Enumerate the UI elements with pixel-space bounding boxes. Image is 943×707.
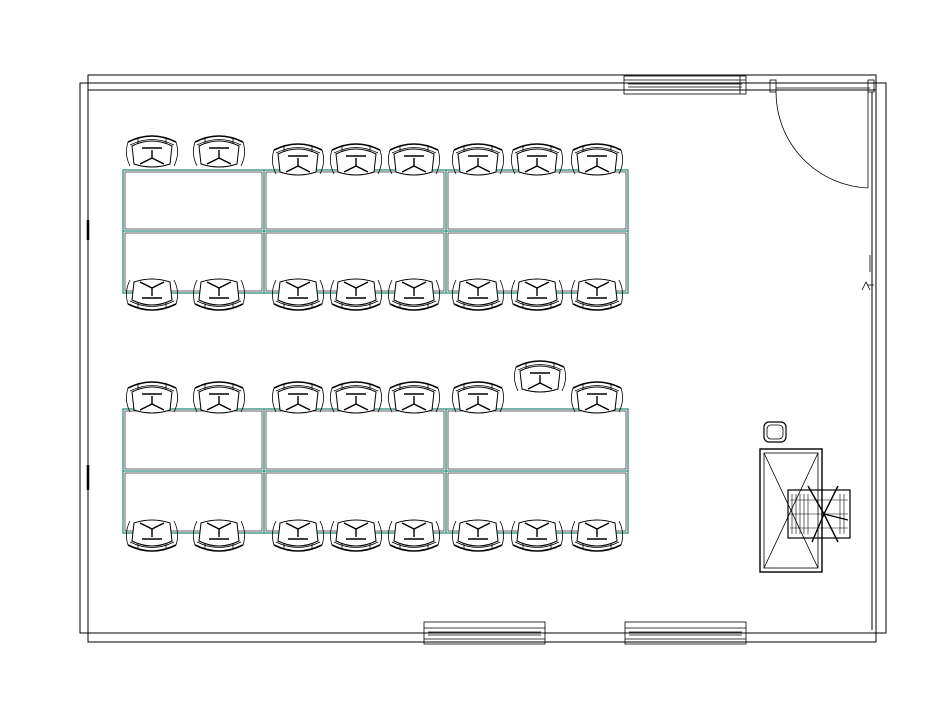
chair-upper-top-4 bbox=[330, 143, 382, 176]
chair-lower-bottom-6 bbox=[452, 519, 504, 552]
chair-upper-top-6 bbox=[452, 143, 504, 176]
chairs-layer bbox=[126, 135, 623, 552]
chair-lower-top-3 bbox=[272, 381, 324, 414]
chair-lower-bottom-8 bbox=[571, 519, 623, 552]
chair-lower-bottom-1 bbox=[126, 519, 178, 552]
chair-upper-bottom-4 bbox=[330, 278, 382, 311]
chair-upper-top-3 bbox=[272, 143, 324, 176]
teacher-desk bbox=[759, 448, 851, 573]
chair-lower-bottom-2 bbox=[193, 519, 245, 552]
bottom-window-right bbox=[624, 621, 747, 645]
chair-upper-top-1 bbox=[126, 135, 178, 168]
chair-lower-top-6 bbox=[452, 381, 504, 414]
room-walls bbox=[79, 74, 887, 643]
waste-bin bbox=[763, 421, 787, 443]
chair-upper-bottom-2 bbox=[193, 278, 245, 311]
chair-upper-top-5 bbox=[388, 143, 440, 176]
chair-upper-bottom-5 bbox=[388, 278, 440, 311]
chair-lower-bottom-5 bbox=[388, 519, 440, 552]
chair-lower-top-1 bbox=[126, 381, 178, 414]
upper-table-block bbox=[122, 169, 629, 294]
lower-table-block bbox=[122, 408, 629, 534]
chair-lower-bottom-3 bbox=[272, 519, 324, 552]
chair-upper-top-8 bbox=[571, 143, 623, 176]
chair-upper-bottom-8 bbox=[571, 278, 623, 311]
chair-lower-top-8 bbox=[571, 381, 623, 414]
chair-lower-top-7 bbox=[514, 360, 566, 393]
chair-upper-bottom-7 bbox=[511, 278, 563, 311]
chair-lower-top-2 bbox=[193, 381, 245, 414]
chair-lower-bottom-7 bbox=[511, 519, 563, 552]
door-swing-arc bbox=[775, 91, 869, 189]
chair-upper-top-2 bbox=[193, 135, 245, 168]
entrance-door bbox=[769, 79, 875, 189]
chair-upper-bottom-6 bbox=[452, 278, 504, 311]
chair-upper-bottom-1 bbox=[126, 278, 178, 311]
inner-wall-outline bbox=[79, 82, 887, 634]
outer-wall-outline bbox=[87, 74, 877, 643]
chair-lower-bottom-4 bbox=[330, 519, 382, 552]
bottom-window-left bbox=[423, 621, 546, 645]
right-wall-fixture bbox=[861, 255, 874, 291]
top-window bbox=[623, 75, 747, 95]
chair-lower-top-5 bbox=[388, 381, 440, 414]
teacher-chair bbox=[787, 485, 851, 543]
chair-lower-top-4 bbox=[330, 381, 382, 414]
chair-upper-bottom-3 bbox=[272, 278, 324, 311]
chair-upper-top-7 bbox=[511, 143, 563, 176]
